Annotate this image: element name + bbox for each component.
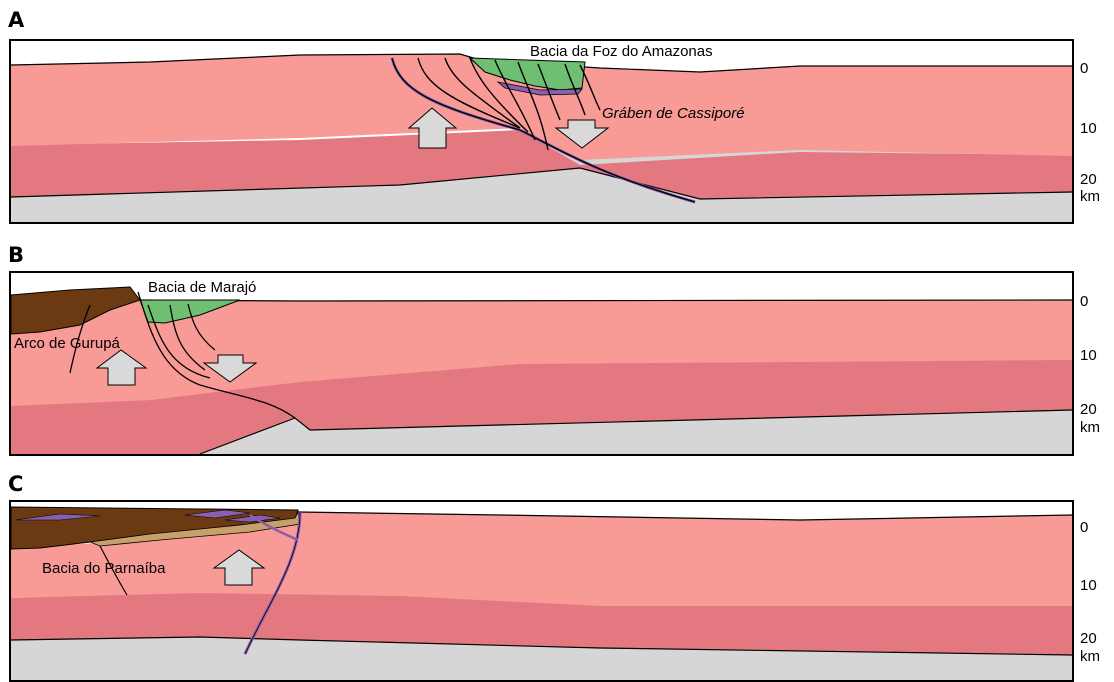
- panel-c: C Bacia do Parnaíba 0 10 20 km: [8, 472, 1100, 681]
- scale-10: 10: [1080, 577, 1097, 594]
- scale-0: 0: [1080, 519, 1088, 536]
- scale-0: 0: [1080, 60, 1088, 77]
- panel-a: A Bacia da Foz do Amazonas: [8, 8, 1100, 223]
- panel-b-basin-label: Bacia de Marajó: [148, 279, 256, 296]
- panel-a-graben-label: Gráben de Cassiporé: [602, 105, 745, 122]
- scale-10: 10: [1080, 120, 1097, 137]
- scale-20: 20: [1080, 630, 1097, 647]
- panel-b-arch-label: Arco de Gurupá: [14, 335, 121, 352]
- scale-10: 10: [1080, 347, 1097, 364]
- panel-b: B Bacia de Marajó Arco de Gurupá 0 10 20: [8, 243, 1100, 455]
- scale-unit: km: [1080, 188, 1100, 205]
- scale-unit: km: [1080, 648, 1100, 665]
- scale-unit: km: [1080, 419, 1100, 436]
- panel-c-letter: C: [8, 472, 23, 496]
- panel-a-basin-label: Bacia da Foz do Amazonas: [530, 43, 713, 60]
- scale-20: 20: [1080, 401, 1097, 418]
- panel-c-basin-label: Bacia do Parnaíba: [42, 560, 166, 577]
- scale-0: 0: [1080, 293, 1088, 310]
- panel-a-letter: A: [8, 8, 25, 32]
- panel-b-letter: B: [8, 243, 24, 267]
- scale-20: 20: [1080, 171, 1097, 188]
